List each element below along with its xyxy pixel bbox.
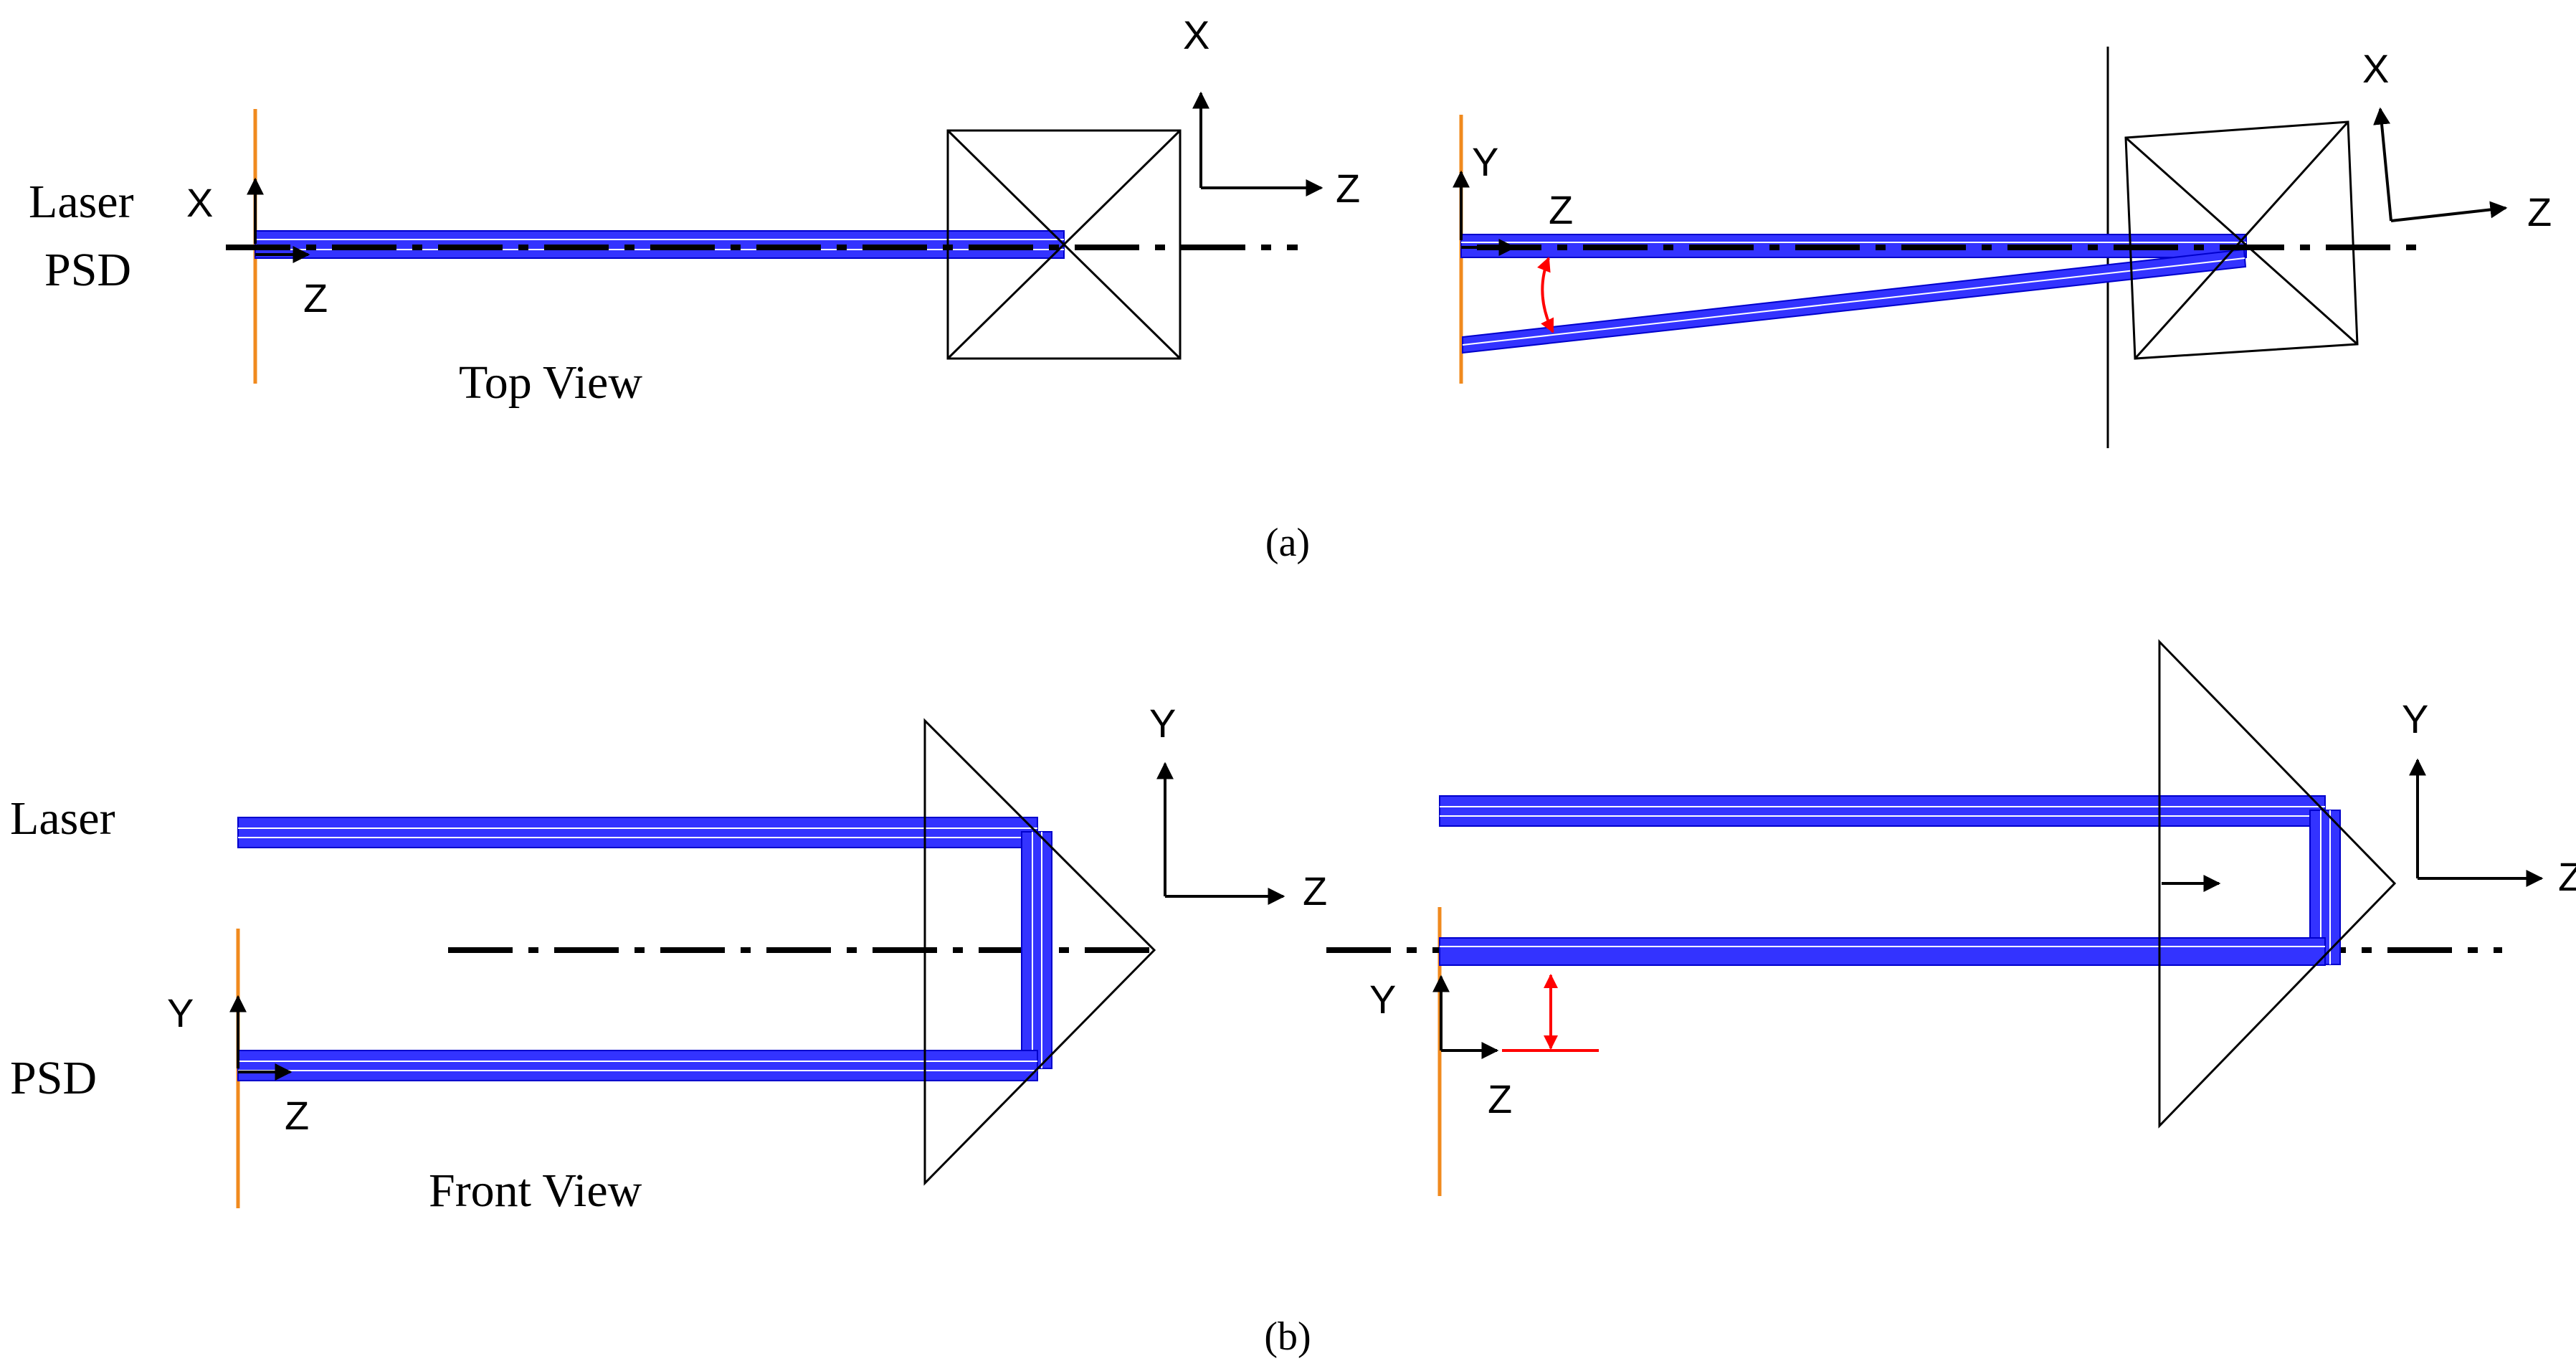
psd-axis-vertical-label: Y [167, 990, 194, 1035]
rotated-corner-cube-prism [2124, 120, 2359, 360]
beam-vertical-segment [1021, 831, 1052, 1069]
frame-axis-horizontal-label: Z [2558, 854, 2576, 899]
panel-a-right: Y Z X Z [1453, 46, 2552, 448]
laser-label: Laser [10, 792, 115, 845]
laser-beam-upper [1439, 795, 2326, 827]
laser-beam-lower [237, 1050, 1038, 1081]
psd-axis-vertical-label: Y [1369, 977, 1396, 1022]
frame-axis-horizontal-arrow [2390, 201, 2508, 222]
angle-indicator-arrow [1537, 257, 1554, 333]
prism-triangle [923, 718, 1156, 1186]
frame-axis-vertical-arrow [2373, 107, 2392, 222]
frame-axis-vertical-label: X [2362, 46, 2389, 91]
frame-axis-horizontal-label: Z [2527, 189, 2552, 234]
prism-triangle [2158, 639, 2397, 1129]
beam-inner-line [1462, 257, 2245, 346]
psd-axis-horizontal-label: Z [1549, 187, 1573, 232]
psd-label: PSD [10, 1052, 97, 1104]
caption-b: (b) [1264, 1314, 1311, 1359]
frame-axis-vertical-label: X [1183, 12, 1209, 57]
psd-axis-vertical-label: Y [1472, 139, 1498, 184]
panel-a-left: X Z X Z Laser PSD Top View [29, 12, 1360, 409]
frame-axis-vertical-label: Y [1149, 701, 1176, 746]
laser-label: Laser [29, 176, 134, 228]
frame-axis-horizontal-label: Z [1336, 166, 1360, 211]
panel-b-left: Y Z Y Z Laser PSD Front View [10, 701, 1327, 1217]
corner-cube-prism [946, 129, 1182, 360]
panel-b-right: Y Z Y Z [1326, 639, 2576, 1196]
laser-beam-upper [237, 817, 1038, 848]
psd-axis-horizontal-label: Z [1488, 1076, 1512, 1121]
psd-axis-horizontal-label: Z [303, 275, 328, 321]
frame-axis-horizontal-label: Z [1303, 868, 1327, 914]
psd-axis-horizontal-label: Z [285, 1093, 309, 1138]
view-label: Front View [429, 1165, 642, 1217]
frame-axis-vertical-label: Y [2402, 696, 2428, 741]
laser-beam-lower [1439, 937, 2326, 966]
psd-label: PSD [44, 244, 131, 296]
psd-axis-vertical-label: X [186, 180, 213, 225]
view-label: Top View [459, 356, 642, 409]
caption-a: (a) [1265, 521, 1310, 565]
